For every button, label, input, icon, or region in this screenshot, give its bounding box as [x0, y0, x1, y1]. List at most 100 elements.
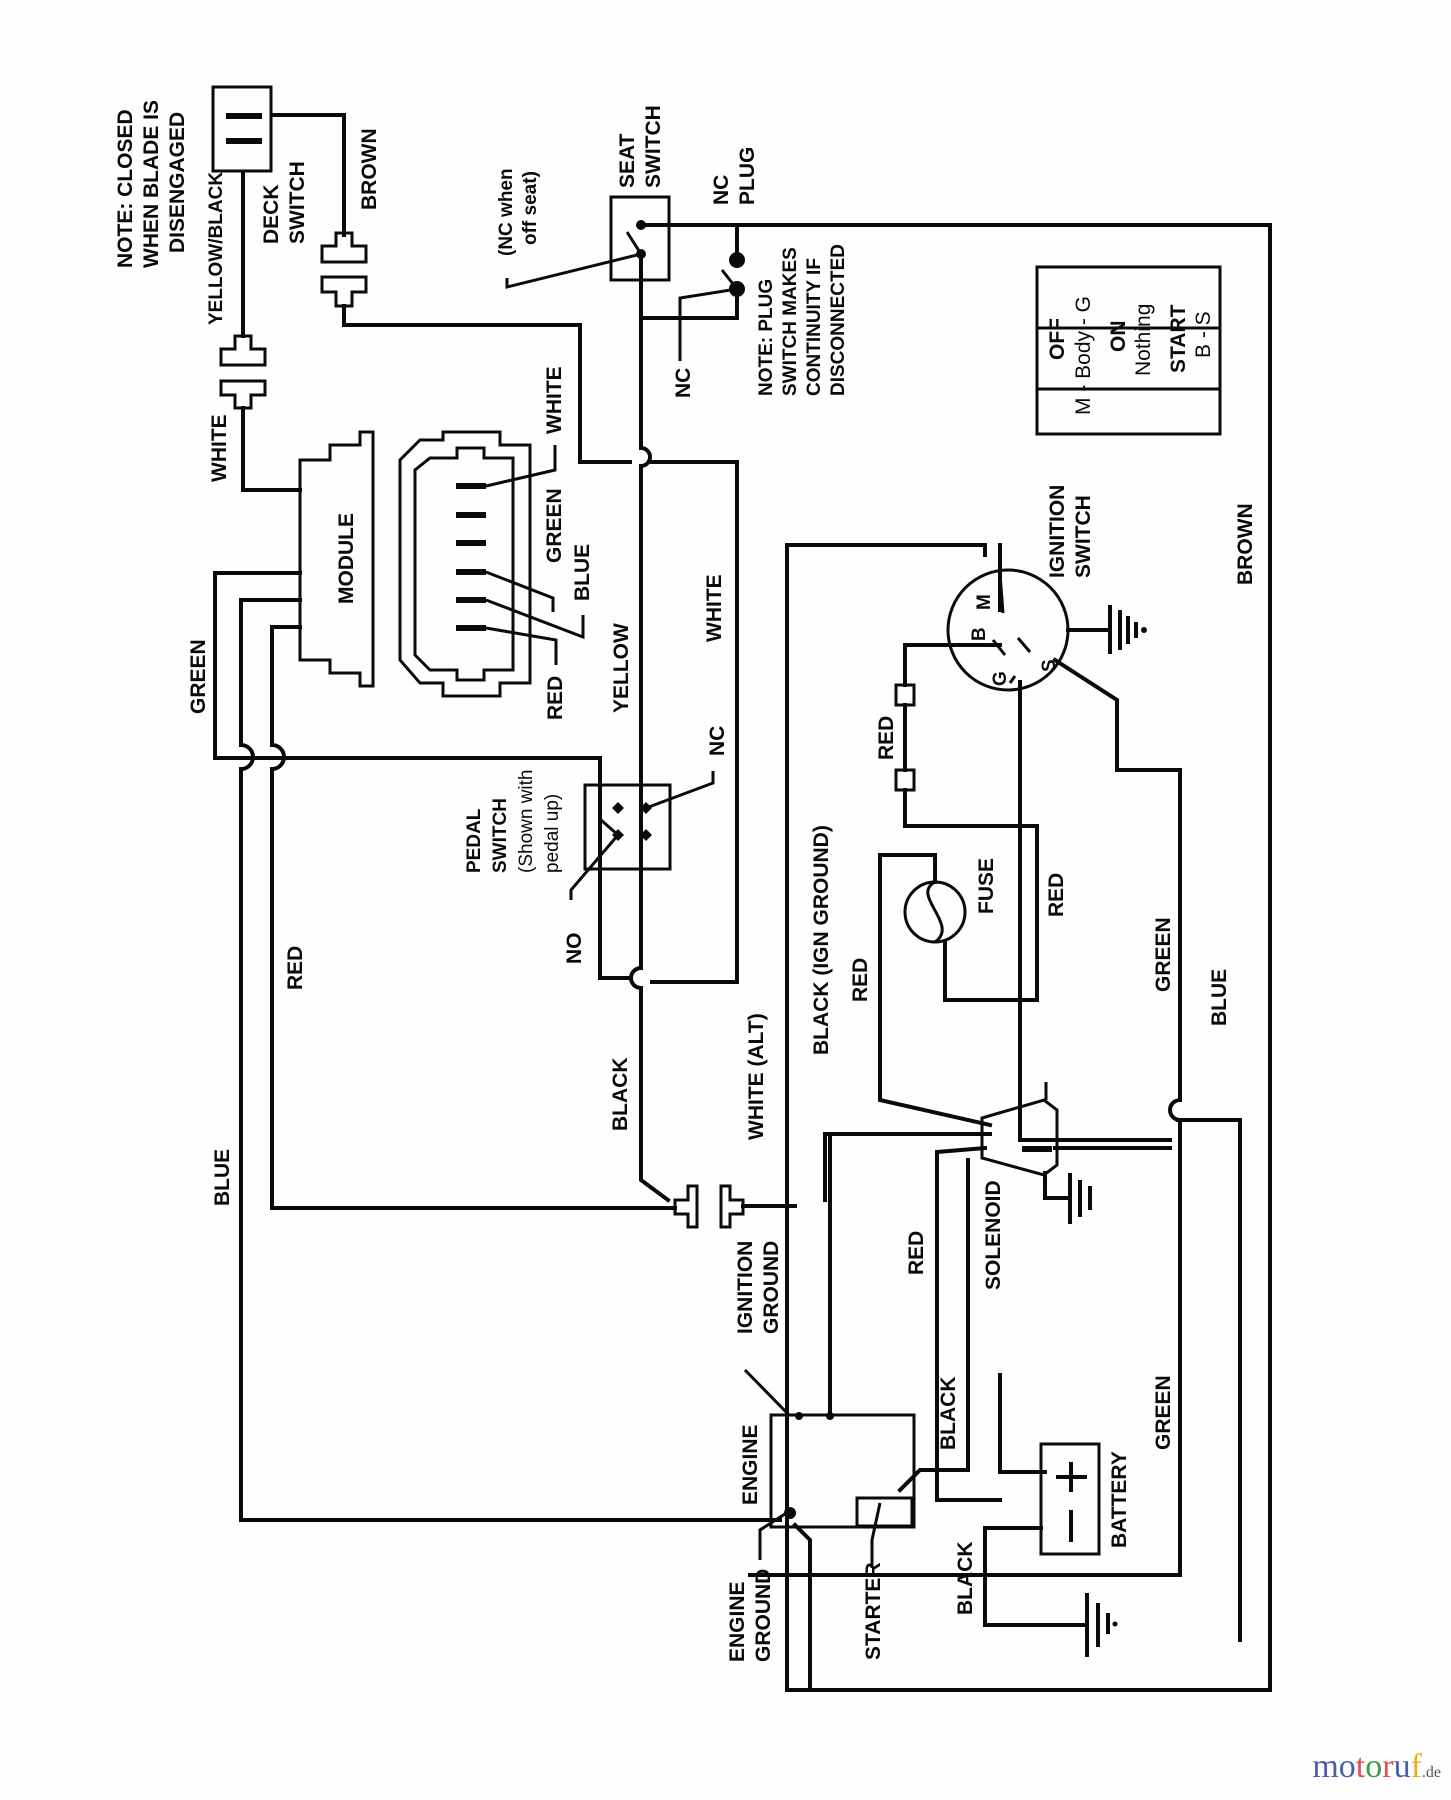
module-connector — [398, 430, 585, 698]
label-fuse: FUSE — [975, 858, 998, 914]
watermark-logo: motoruf.de — [1312, 1748, 1441, 1786]
label-brown-deck: BROWN — [358, 128, 381, 210]
label-white-alt: WHITE (ALT) — [745, 1013, 768, 1140]
label-starter: STARTER — [862, 1562, 885, 1660]
label-yellow-black: YELLOW/BLACK — [206, 172, 227, 325]
deck-note-line-2: WHEN BLADE IS — [140, 100, 163, 268]
watermark-letter: r — [1382, 1748, 1394, 1785]
label-green-right: GREEN — [1152, 917, 1175, 992]
label-pedal-4: pedal up) — [542, 794, 563, 873]
label-engine: ENGINE — [739, 1424, 762, 1505]
connector-yellow-black — [219, 334, 267, 410]
watermark-letter: t — [1355, 1748, 1366, 1785]
term-s: S — [1039, 659, 1060, 672]
label-seat-switch-2: SWITCH — [642, 105, 665, 188]
wire-green-left — [213, 571, 302, 760]
label-green-conn: GREEN — [543, 488, 566, 563]
engine — [769, 1412, 916, 1529]
label-engine-ground-1: ENGINE — [726, 1581, 749, 1662]
key-start: START — [1167, 304, 1190, 373]
label-ignition-ground-1: IGNITION — [734, 1241, 757, 1334]
seat-note-1: (NC when — [496, 168, 517, 256]
watermark-letter: m — [1312, 1748, 1339, 1785]
plug-note-2: SWITCH MAKES — [780, 247, 801, 396]
plug-note-1: NOTE: PLUG — [756, 279, 777, 396]
wire-black-battery — [983, 1526, 1087, 1627]
key-start-connection: B - S — [1192, 311, 1215, 358]
label-red-ign: RED — [875, 716, 898, 760]
pedal-switch — [569, 771, 715, 900]
watermark-letter: u — [1393, 1748, 1411, 1785]
label-pedal-2: SWITCH — [490, 798, 511, 873]
solenoid — [980, 1082, 1059, 1177]
wire-s-term — [1052, 657, 1182, 1102]
wire-black-ign-ground — [785, 543, 987, 1692]
wire-brown-deck — [270, 113, 346, 237]
label-blue-left: BLUE — [211, 1149, 234, 1206]
label-black-starter: BLACK — [937, 1377, 960, 1451]
wire-white-to-module — [241, 406, 302, 492]
label-engine-ground-2: GROUND — [752, 1569, 775, 1662]
battery — [1039, 1442, 1101, 1556]
label-green-left: GREEN — [187, 639, 210, 714]
label-red-solenoid: RED — [905, 1231, 928, 1275]
label-blue-right: BLUE — [1208, 969, 1231, 1026]
label-nc-seat: NC — [672, 368, 695, 398]
label-red-fuse-right: RED — [1045, 873, 1068, 917]
ignition-key-table — [1035, 265, 1222, 436]
label-red-left: RED — [284, 946, 307, 990]
label-black-ign: BLACK (IGN GROUND) — [810, 825, 833, 1055]
term-g: G — [990, 671, 1011, 686]
connector-brown — [320, 231, 368, 308]
label-yellow: YELLOW — [610, 623, 633, 713]
wire-seat-right — [639, 223, 1272, 1692]
deck-switch — [211, 85, 273, 173]
wire-white-alt — [823, 1132, 992, 1202]
label-blue-conn: BLUE — [571, 544, 594, 601]
ground-symbol-ignition — [1066, 605, 1147, 654]
term-b: B — [969, 627, 990, 641]
term-m: M — [974, 594, 995, 610]
wire-red-fuse — [878, 853, 993, 1128]
label-pedal-3: (Shown with — [516, 770, 537, 874]
label-no-pedal: NO — [563, 933, 586, 965]
label-green-bottom: GREEN — [1152, 1375, 1175, 1450]
label-white-module: WHITE — [208, 414, 231, 482]
wire-green-ign — [1018, 680, 1172, 1142]
label-deck-switch-1: DECK — [260, 184, 283, 244]
watermark-letter: o — [1365, 1748, 1383, 1785]
wire-red-solenoid — [935, 1145, 988, 1502]
label-module: MODULE — [335, 513, 358, 604]
plug-note-4: DISCONNECTED — [828, 244, 849, 396]
label-nc-pedal: NC — [706, 726, 729, 756]
module — [298, 430, 375, 688]
seat-note-2: off seat) — [520, 171, 541, 245]
ground-symbol-battery — [1085, 1593, 1118, 1657]
key-on: ON — [1107, 321, 1130, 353]
label-pedal-1: PEDAL — [464, 808, 485, 873]
connector-ignition-ground — [673, 1184, 745, 1229]
label-deck-switch-2: SWITCH — [286, 161, 309, 244]
label-black-battery: BLACK — [954, 1542, 977, 1616]
wire-red-left — [270, 767, 677, 1210]
watermark-letter: f — [1410, 1748, 1422, 1785]
label-ignition-switch-2: SWITCH — [1072, 495, 1095, 578]
label-nc-plug-2: PLUG — [736, 147, 759, 205]
wire-red-ign — [903, 643, 1002, 687]
label-battery: BATTERY — [1108, 1451, 1131, 1548]
label-white-conn: WHITE — [543, 366, 566, 434]
wire-black-starter — [897, 1158, 970, 1493]
label-solenoid: SOLENOID — [982, 1180, 1005, 1290]
label-brown-right: BROWN — [1234, 503, 1257, 585]
ground-symbol-solenoid — [1043, 1171, 1092, 1224]
label-nc-plug-1: NC — [710, 175, 733, 205]
wire-blue-left — [239, 767, 782, 1522]
label-seat-switch-1: SEAT — [616, 133, 639, 188]
label-white-mid: WHITE — [703, 574, 726, 642]
plug-note-3: CONTINUITY IF — [804, 258, 825, 396]
fuse — [903, 880, 967, 944]
deck-note-line-3: DISENGAGED — [166, 112, 189, 253]
key-off-connection: M - Body - G — [1072, 296, 1095, 415]
label-ignition-ground-2: GROUND — [760, 1241, 783, 1334]
